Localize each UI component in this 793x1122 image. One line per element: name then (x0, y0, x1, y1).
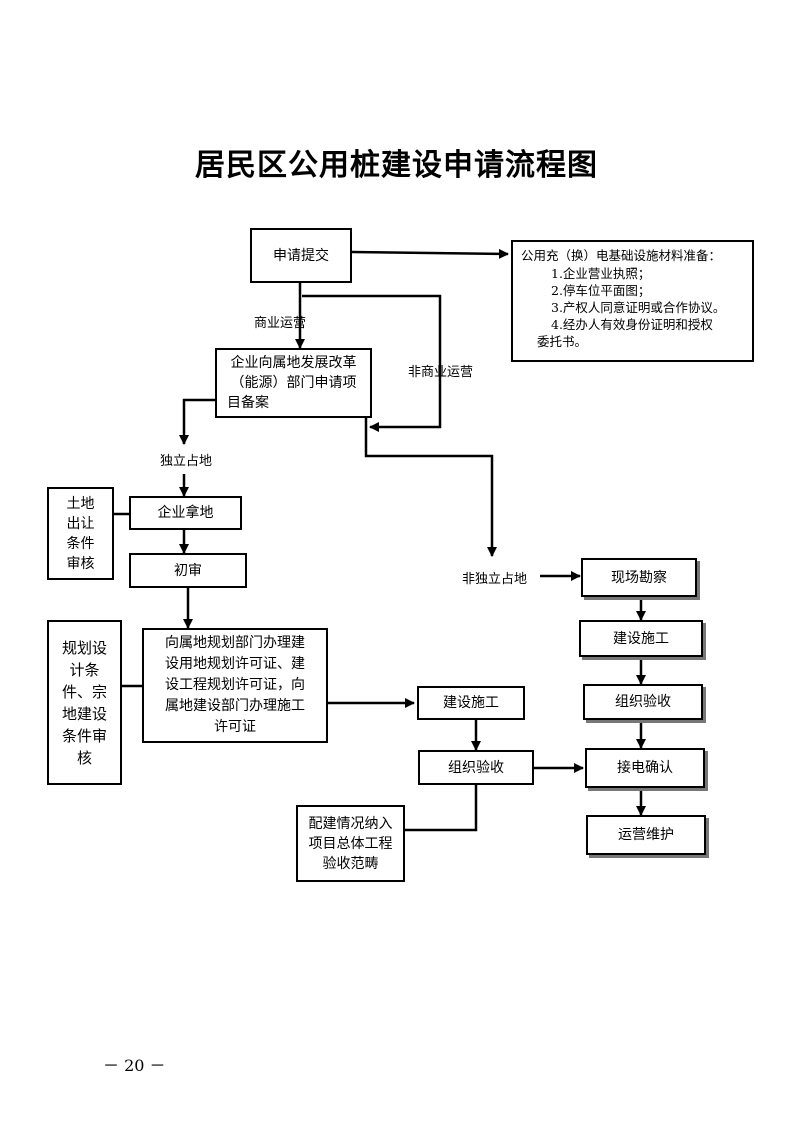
edge-record-nonindependent (364, 418, 497, 557)
node-construction-right-label: 建设施工 (613, 630, 669, 647)
node-plan-conditions-line-5: 条件审 (61, 726, 107, 745)
node-land-conditions-line-3: 条件 (66, 535, 95, 552)
page-title: 居民区公用桩建设申请流程图 (195, 148, 598, 183)
edge-record-independent (179, 398, 215, 445)
node-permits-line-5: 许可证 (214, 719, 256, 735)
node-apply: 申请提交 (250, 228, 352, 283)
materials-item-4-cont: 委托书。 (537, 334, 588, 349)
node-project-record-line-1: 企业向属地发展改革 (230, 355, 357, 371)
node-land-conditions-line-1: 土地 (66, 495, 95, 512)
label-independent: 独立占地 (160, 454, 213, 469)
edge-accept-note (405, 785, 478, 832)
materials-item-1: 1.企业营业执照； (551, 266, 651, 281)
label-nonindependent: 非独立占地 (462, 572, 528, 587)
node-project-record: 企业向属地发展改革 （能源）部门申请项 目备案 (215, 348, 372, 418)
node-permits-line-2: 设用地规划许可证、建 (165, 656, 305, 672)
node-land-acquisition: 企业拿地 (129, 496, 242, 530)
node-permits-line-4: 属地建设部门办理施工 (165, 698, 305, 714)
materials-item-3: 3.产权人同意证明或合作协议。 (551, 300, 726, 315)
label-commercial: 商业运营 (254, 316, 307, 331)
node-construction-mid: 建设施工 (417, 686, 525, 720)
node-plan-conditions-line-6: 核 (76, 748, 92, 767)
node-site-survey-label: 现场勘察 (611, 569, 667, 586)
node-acceptance-note-line-3: 验收范畴 (322, 855, 379, 872)
node-acceptance-mid: 组织验收 (418, 750, 534, 785)
node-power-confirmation-label: 接电确认 (617, 760, 673, 776)
node-land-acquisition-label: 企业拿地 (157, 505, 214, 521)
node-operation-maintenance: 运营维护 (586, 815, 706, 855)
node-construction-right: 建设施工 (579, 620, 703, 657)
materials-box: 公用充（换）电基础设施材料准备： 1.企业营业执照； 2.停车位平面图； 3.产… (511, 240, 754, 362)
node-permits: 向属地规划部门办理建 设用地规划许可证、建 设工程规划许可证，向 属地建设部门办… (142, 628, 328, 743)
node-project-record-line-2: （能源）部门申请项 (230, 375, 357, 391)
edge-noncommercial (302, 294, 442, 432)
node-plan-conditions: 规划设 计条 件、宗 地建设 条件审 核 (47, 620, 122, 785)
label-noncommercial: 非商业运营 (408, 365, 474, 380)
node-plan-conditions-line-2: 计条 (69, 660, 100, 679)
node-initial-review-label: 初审 (174, 562, 202, 579)
materials-heading: 公用充（换）电基础设施材料准备： (521, 248, 722, 263)
node-operation-maintenance-label: 运营维护 (618, 827, 674, 843)
node-project-record-line-3: 目备案 (227, 395, 269, 411)
node-permits-line-1: 向属地规划部门办理建 (165, 635, 305, 651)
page-number: － 20 － (103, 1056, 166, 1075)
node-acceptance-mid-label: 组织验收 (448, 759, 504, 776)
node-land-conditions-line-4: 审核 (66, 555, 95, 572)
node-acceptance-note-line-2: 项目总体工程 (308, 835, 393, 852)
node-construction-mid-label: 建设施工 (443, 695, 499, 711)
node-plan-conditions-line-4: 地建设 (61, 704, 107, 723)
edge-apply-materials (351, 248, 509, 259)
node-apply-label: 申请提交 (273, 247, 329, 264)
node-land-conditions-line-2: 出让 (66, 515, 95, 532)
node-acceptance-note: 配建情况纳入 项目总体工程 验收范畴 (296, 805, 405, 882)
node-acceptance-right: 组织验收 (583, 684, 703, 720)
node-site-survey: 现场勘察 (581, 558, 697, 597)
node-plan-conditions-line-1: 规划设 (61, 638, 107, 657)
node-plan-conditions-line-3: 件、宗 (61, 682, 107, 701)
node-acceptance-right-label: 组织验收 (615, 694, 671, 710)
node-land-conditions: 土地 出让 条件 审核 (47, 487, 114, 580)
node-acceptance-note-line-1: 配建情况纳入 (308, 815, 393, 832)
materials-item-2: 2.停车位平面图； (551, 283, 651, 298)
materials-item-4: 4.经办人有效身份证明和授权 (551, 317, 713, 332)
node-initial-review: 初审 (129, 553, 247, 588)
node-permits-line-3: 设工程规划许可证，向 (165, 677, 305, 693)
node-power-confirmation: 接电确认 (585, 748, 705, 788)
